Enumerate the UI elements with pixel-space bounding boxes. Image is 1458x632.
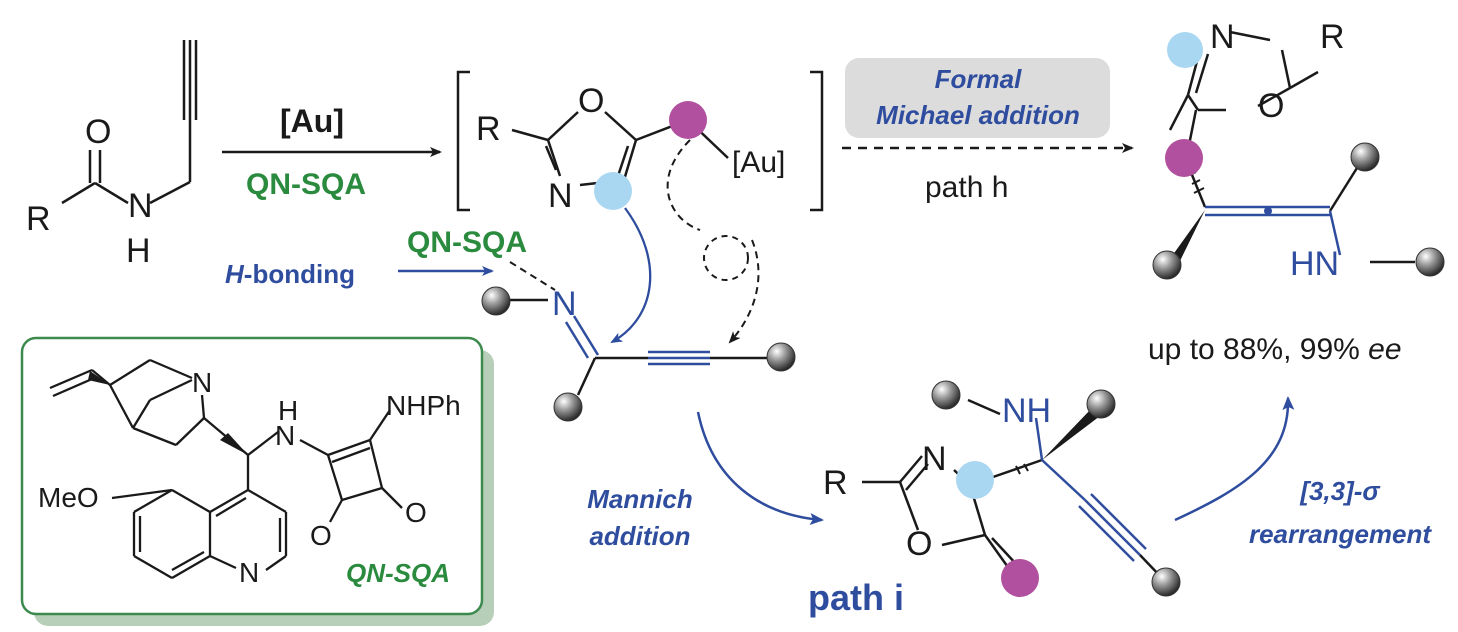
formal-line2: Michael addition [876, 100, 1080, 130]
quinuclidine-n: N [192, 367, 212, 398]
gold-catalyst-label: [Au] [280, 103, 344, 139]
substituent-ball [1151, 567, 1181, 597]
substituent-ball [1086, 389, 1116, 419]
carbonyl-oxygen: O [85, 113, 111, 151]
catalyst-box [20, 336, 484, 616]
mannich-magenta-dot [1001, 559, 1039, 597]
product-allene [1168, 30, 1415, 264]
quinoline-n: N [239, 557, 259, 588]
product-nitrogen: N [1210, 18, 1235, 56]
substituent-ball [1350, 142, 1380, 172]
r-group: R [26, 200, 51, 238]
mannich-light-blue-dot [956, 461, 994, 499]
catalyst-name: QN-SQA [346, 558, 450, 588]
squaramide-n: N [275, 420, 295, 451]
amide-nitrogen: N [128, 187, 153, 225]
dashed-curve-arrow [728, 239, 760, 344]
mannich-line2: addition [589, 521, 690, 551]
catalyst-wedge [88, 371, 110, 385]
squaramide-oxygen-2: O [310, 520, 332, 551]
oxazole-r-group: R [476, 110, 501, 148]
product-hn: HN [1290, 245, 1339, 283]
electrophilic-carbon-dot [669, 101, 707, 139]
oxazolone-oxygen: O [906, 525, 932, 563]
substituent-ball [481, 286, 511, 316]
gold-ligand-label: [Au] [732, 146, 785, 179]
rearrangement-arrow [1174, 396, 1295, 522]
h-bond-dash [509, 261, 556, 291]
catalyst-structure [49, 358, 403, 579]
product-oxygen: O [1258, 87, 1284, 125]
path-h-label: path h [925, 171, 1008, 204]
catalyst-wedge-2 [220, 433, 248, 455]
oxazolone-r-group: R [823, 464, 848, 502]
path-i-label: path i [808, 577, 904, 618]
amide-hydrogen: H [126, 232, 151, 270]
oxazolone-nitrogen: N [922, 440, 947, 478]
h-bonding-label: H-bonding [225, 259, 355, 289]
oxazole-oxygen: O [578, 82, 604, 120]
yield-label: up to 88%, 99% ee [1148, 333, 1402, 366]
oxazole-nitrogen: N [548, 177, 573, 215]
stereo-wedge [1167, 210, 1205, 267]
mannich-line1: Mannich [587, 484, 692, 514]
product-magenta-dot [1165, 139, 1203, 177]
imine-substrate [508, 298, 768, 396]
sigma-line1: [3,3]-σ [1299, 476, 1381, 506]
nhph-label: NHPh [386, 390, 461, 421]
squaramide-h: H [278, 395, 298, 426]
nucleophilic-carbon-dot [594, 172, 632, 210]
product-light-blue-dot [1167, 32, 1203, 68]
nucleophile-curved-arrow [610, 207, 652, 344]
formal-michael-box [845, 58, 1110, 138]
substituent-ball [1152, 250, 1182, 280]
h-bonding-catalyst: QN-SQA [407, 226, 527, 259]
substituent-ball [931, 380, 961, 410]
dashed-circle [703, 235, 749, 281]
intermediate-brackets [456, 70, 824, 212]
substituent-ball [766, 342, 796, 372]
formal-line1: Formal [935, 64, 1022, 94]
mannich-arrow [696, 411, 824, 526]
dashed-curve-top [666, 139, 701, 231]
mannich-wedge [1042, 408, 1100, 460]
mannich-hash [1015, 463, 1029, 475]
squaramide-oxygen-1: O [405, 497, 427, 528]
imine-nitrogen: N [552, 285, 577, 323]
allene-center-dot [1264, 207, 1272, 215]
starting-material [61, 40, 198, 205]
product-r-group: R [1320, 18, 1345, 56]
substituent-ball [553, 392, 583, 422]
organocatalyst-label: QN-SQA [246, 168, 366, 201]
substituent-ball [1415, 247, 1445, 277]
mannich-nh: NH [1002, 392, 1051, 430]
sigma-line2: rearrangement [1249, 519, 1432, 549]
methoxy-label: MeO [38, 482, 99, 513]
